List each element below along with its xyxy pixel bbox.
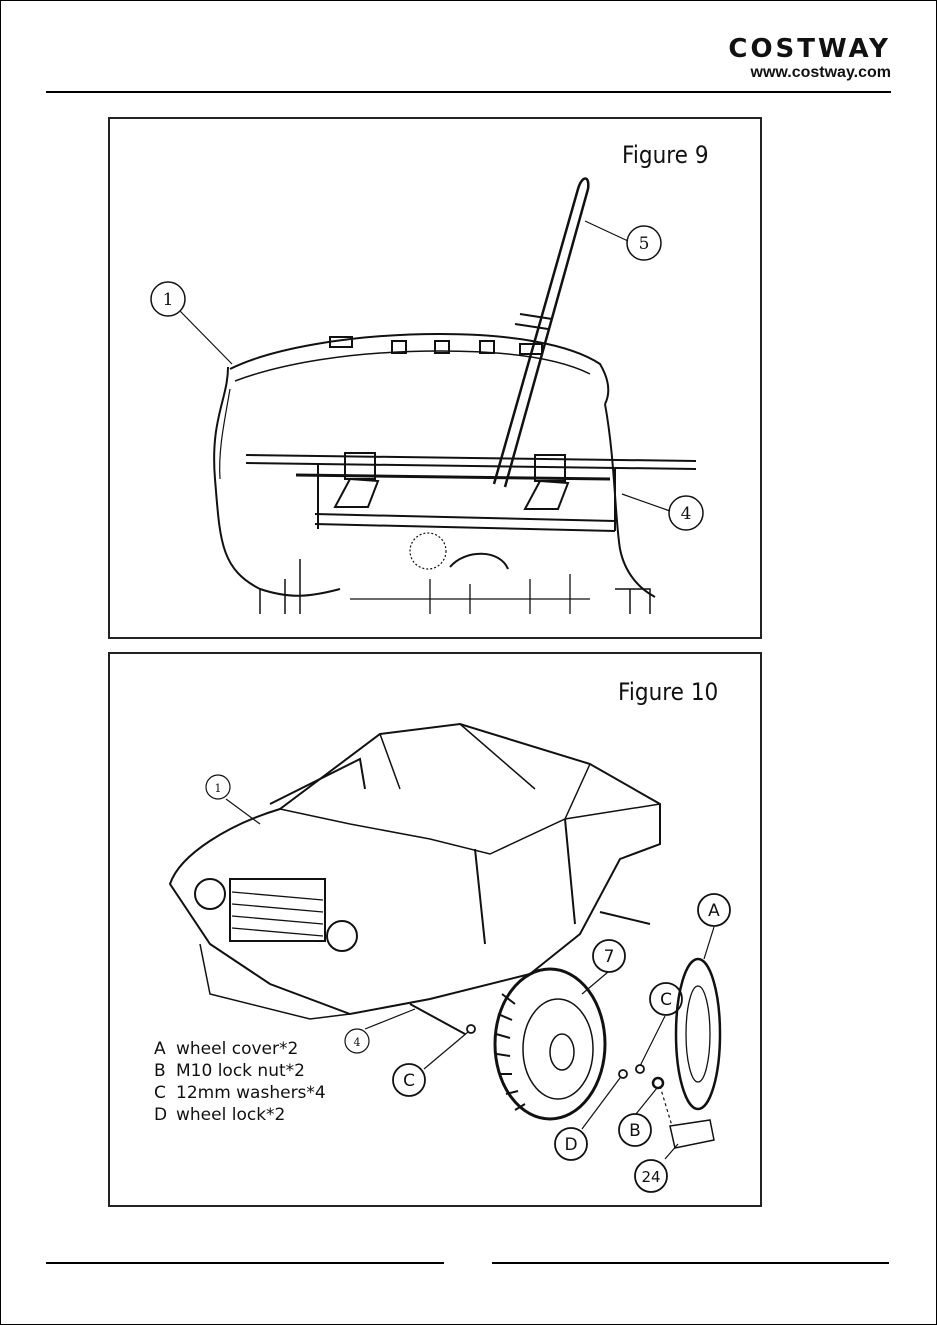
callout-d-label: D (564, 1135, 577, 1155)
callout-a-label: A (708, 901, 720, 921)
speaker-grille (410, 533, 446, 569)
figure-9-illustration: 1 5 4 (110, 119, 760, 637)
brand-url: www.costway.com (728, 64, 891, 82)
callout-1-label: 1 (215, 782, 222, 795)
washer-c-outer (636, 1065, 644, 1073)
figure-9-panel: Figure 9 (108, 117, 762, 639)
pull-handle (494, 179, 588, 488)
wheel-cover (676, 959, 720, 1109)
car-body (170, 724, 660, 1014)
legend-letter: B (154, 1060, 176, 1082)
wrench-24 (670, 1120, 714, 1148)
legend-text: 12mm washers*4 (176, 1083, 326, 1103)
wheel-lock-d (619, 1070, 627, 1078)
callout-c-right-label: C (660, 990, 672, 1010)
rear-bar (246, 455, 696, 461)
brand-logo: COSTWAY (728, 36, 891, 62)
wheel (495, 969, 605, 1119)
callout-1-label: 1 (163, 290, 174, 310)
callout-5-label: 5 (639, 234, 650, 254)
callout-24-label: 24 (641, 1168, 660, 1186)
legend-text: wheel cover*2 (176, 1039, 298, 1059)
brand-header: COSTWAY www.costway.com (728, 36, 891, 82)
callout-4-label: 4 (354, 1036, 361, 1049)
legend-text: M10 lock nut*2 (176, 1061, 305, 1081)
car-body-top (230, 334, 608, 404)
figure-10-panel: Figure 10 (108, 652, 762, 1207)
headlight-left (195, 879, 225, 909)
callout-c-left-label: C (403, 1071, 415, 1091)
legend-letter: C (154, 1082, 176, 1104)
callout-b-label: B (629, 1121, 641, 1141)
legend-letter: D (154, 1104, 176, 1126)
legend-text: wheel lock*2 (176, 1105, 285, 1125)
lock-nut-b (653, 1078, 663, 1088)
car-body-outline (214, 367, 340, 596)
callout-7-label: 7 (604, 947, 615, 967)
legend-letter: A (154, 1038, 176, 1060)
footer-rule-left (46, 1262, 444, 1264)
footer-rule-right (492, 1262, 889, 1264)
headlight-right (327, 921, 357, 951)
washer-c-inner (467, 1025, 475, 1033)
callout-4-label: 4 (681, 504, 692, 524)
header-rule (46, 91, 891, 93)
